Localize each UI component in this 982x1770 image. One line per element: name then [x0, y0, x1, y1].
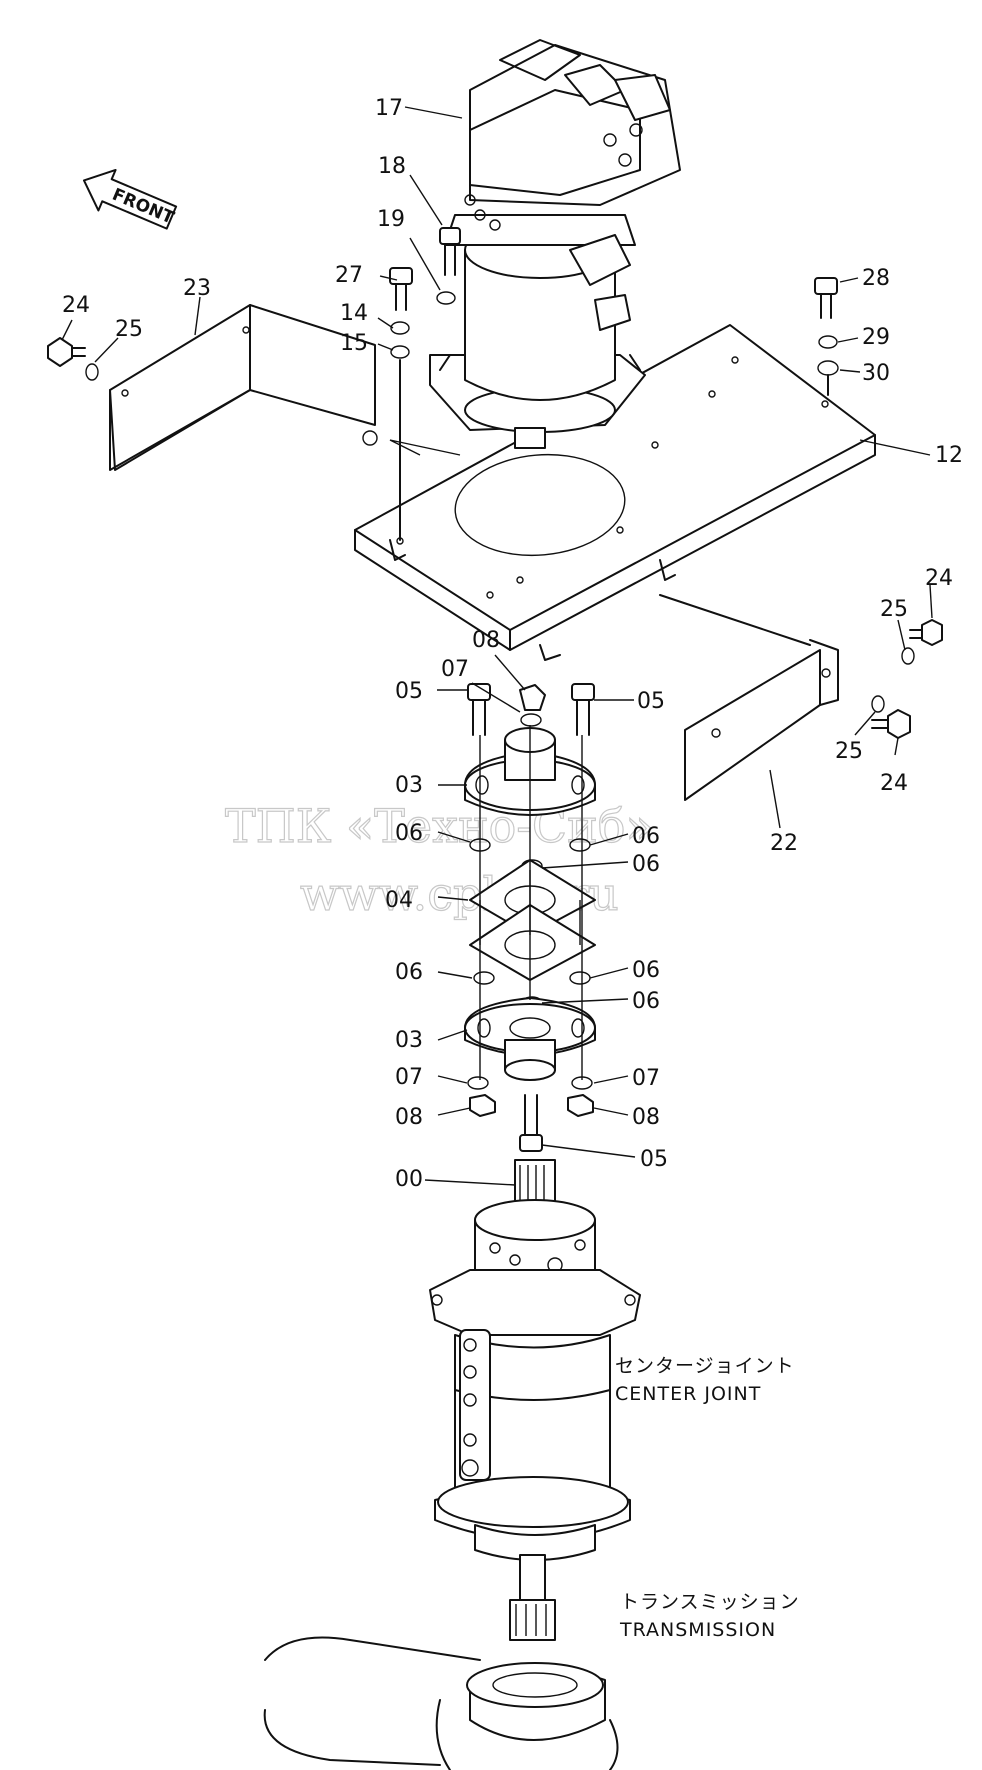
callout-27: 27: [335, 263, 363, 288]
callout-14: 14: [340, 301, 368, 326]
callout-06-f: 06: [632, 989, 660, 1014]
callout-24-right-bottom: 24: [880, 771, 908, 796]
callout-24-left: 24: [62, 293, 90, 318]
bracket-22: [659, 594, 839, 801]
caption-center-joint-en: CENTER JOINT: [615, 1383, 761, 1405]
callout-28: 28: [862, 266, 890, 291]
bracket-23: [109, 304, 378, 471]
callout-12: 12: [935, 443, 963, 468]
callout-08-bottom-right: 08: [632, 1105, 660, 1130]
front-arrow-shape: [82, 168, 178, 230]
callout-15: 15: [340, 331, 368, 356]
callout-03-bottom: 03: [395, 1028, 423, 1053]
callout-07-bottom-right: 07: [632, 1066, 660, 1091]
callout-25-left: 25: [115, 317, 143, 342]
front-arrow-label: FRONT: [109, 185, 177, 229]
callout-06-b: 06: [632, 824, 660, 849]
captions: センタージョイント CENTER JOINT トランスミッション TRANSMI…: [615, 1355, 800, 1641]
caption-transmission-en: TRANSMISSION: [619, 1619, 776, 1641]
transmission: [263, 1636, 619, 1770]
callout-22: 22: [770, 831, 798, 856]
hardware-top: [47, 227, 943, 739]
callout-04: 04: [385, 888, 413, 913]
callout-05-top-left: 05: [395, 679, 423, 704]
callout-24-right-top: 24: [925, 566, 953, 591]
callout-25-right-bottom: 25: [835, 739, 863, 764]
callout-07-top: 07: [441, 657, 469, 682]
callout-29: 29: [862, 325, 890, 350]
center-joint: [429, 1159, 641, 1641]
caption-transmission-jp: トランスミッション: [620, 1591, 800, 1613]
callout-05-bottom: 05: [640, 1147, 668, 1172]
callout-25-right-top: 25: [880, 597, 908, 622]
caption-center-joint-jp: センタージョイント: [615, 1355, 795, 1377]
callout-30: 30: [862, 361, 890, 386]
callout-06-c: 06: [632, 852, 660, 877]
callout-07-bottom-left: 07: [395, 1065, 423, 1090]
callout-06-a: 06: [395, 821, 423, 846]
callout-08-top: 08: [472, 628, 500, 653]
callout-labels: 17 18 19 27 14 15 23 24 25 28 29 30 12 2…: [62, 96, 963, 1192]
callout-05-top-right: 05: [637, 689, 665, 714]
callout-00: 00: [395, 1167, 423, 1192]
callout-06-d: 06: [395, 960, 423, 985]
callout-06-e: 06: [632, 958, 660, 983]
callout-23: 23: [183, 276, 211, 301]
front-arrow: FRONT: [82, 168, 178, 230]
callout-18: 18: [378, 154, 406, 179]
callout-19: 19: [377, 207, 405, 232]
callout-08-bottom-left: 08: [395, 1105, 423, 1130]
leader-lines: [61, 106, 933, 1186]
swing-motor-17: [429, 39, 681, 449]
callout-03-top: 03: [395, 773, 423, 798]
callout-17: 17: [375, 96, 403, 121]
